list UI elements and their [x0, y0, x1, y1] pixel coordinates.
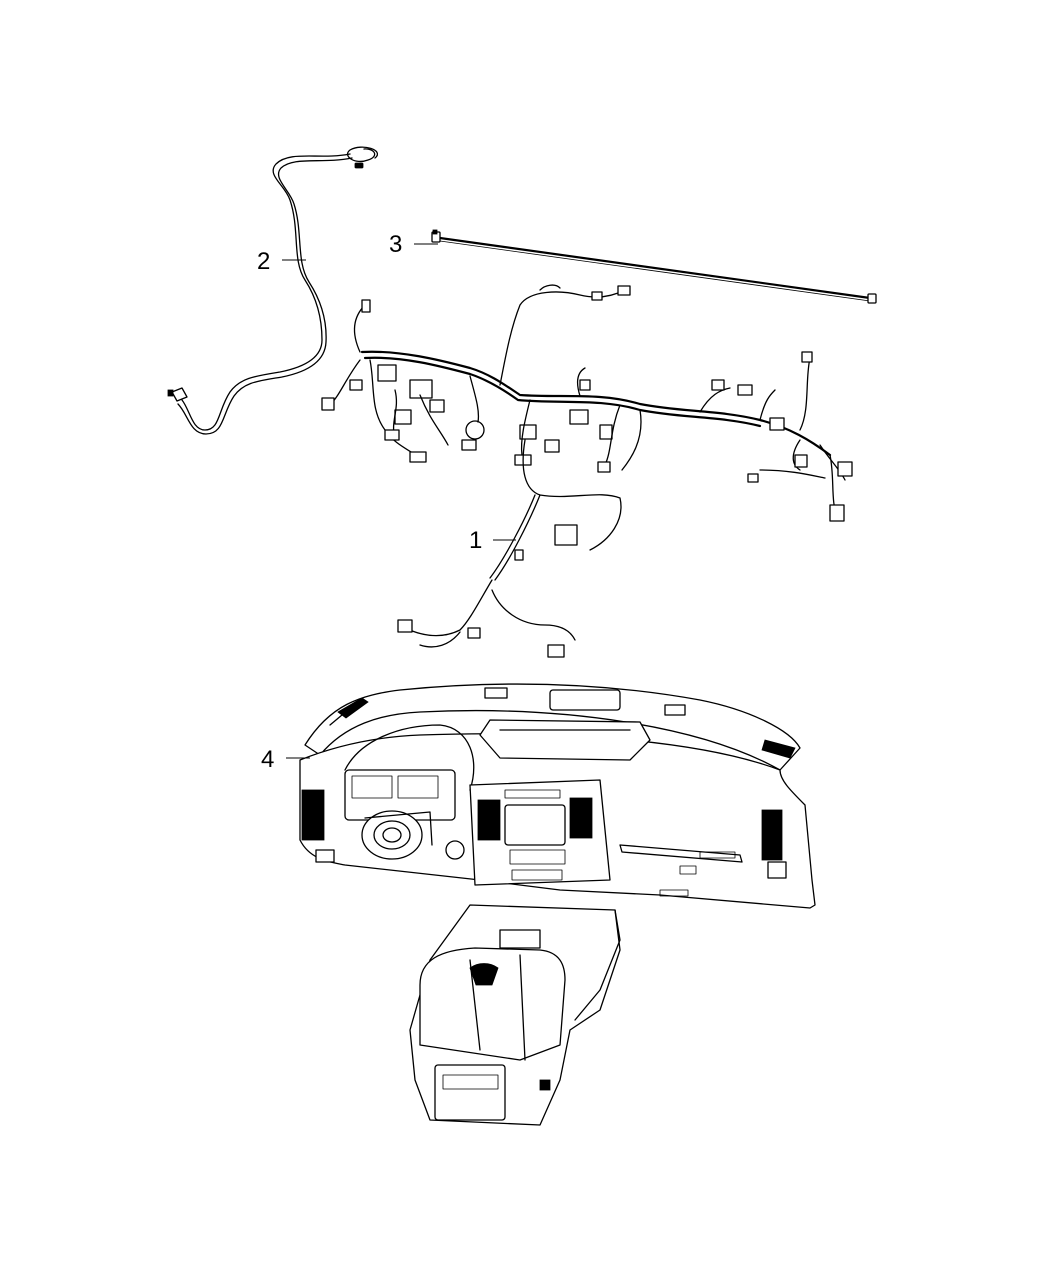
callout-1-label: 1 [469, 527, 482, 554]
callout-1: 1 [469, 527, 516, 554]
callout-3: 3 [389, 231, 438, 258]
callout-4-label: 4 [261, 746, 274, 773]
callout-2: 2 [257, 248, 306, 275]
part-1-wiring-harness[interactable] [321, 284, 853, 658]
part-2-cable[interactable] [167, 146, 378, 435]
callout-4: 4 [261, 746, 310, 773]
part-3-rod[interactable] [431, 229, 877, 304]
callout-2-label: 2 [257, 248, 270, 275]
callout-3-label: 3 [389, 231, 402, 258]
part-4-instrument-panel[interactable] [299, 683, 816, 1126]
